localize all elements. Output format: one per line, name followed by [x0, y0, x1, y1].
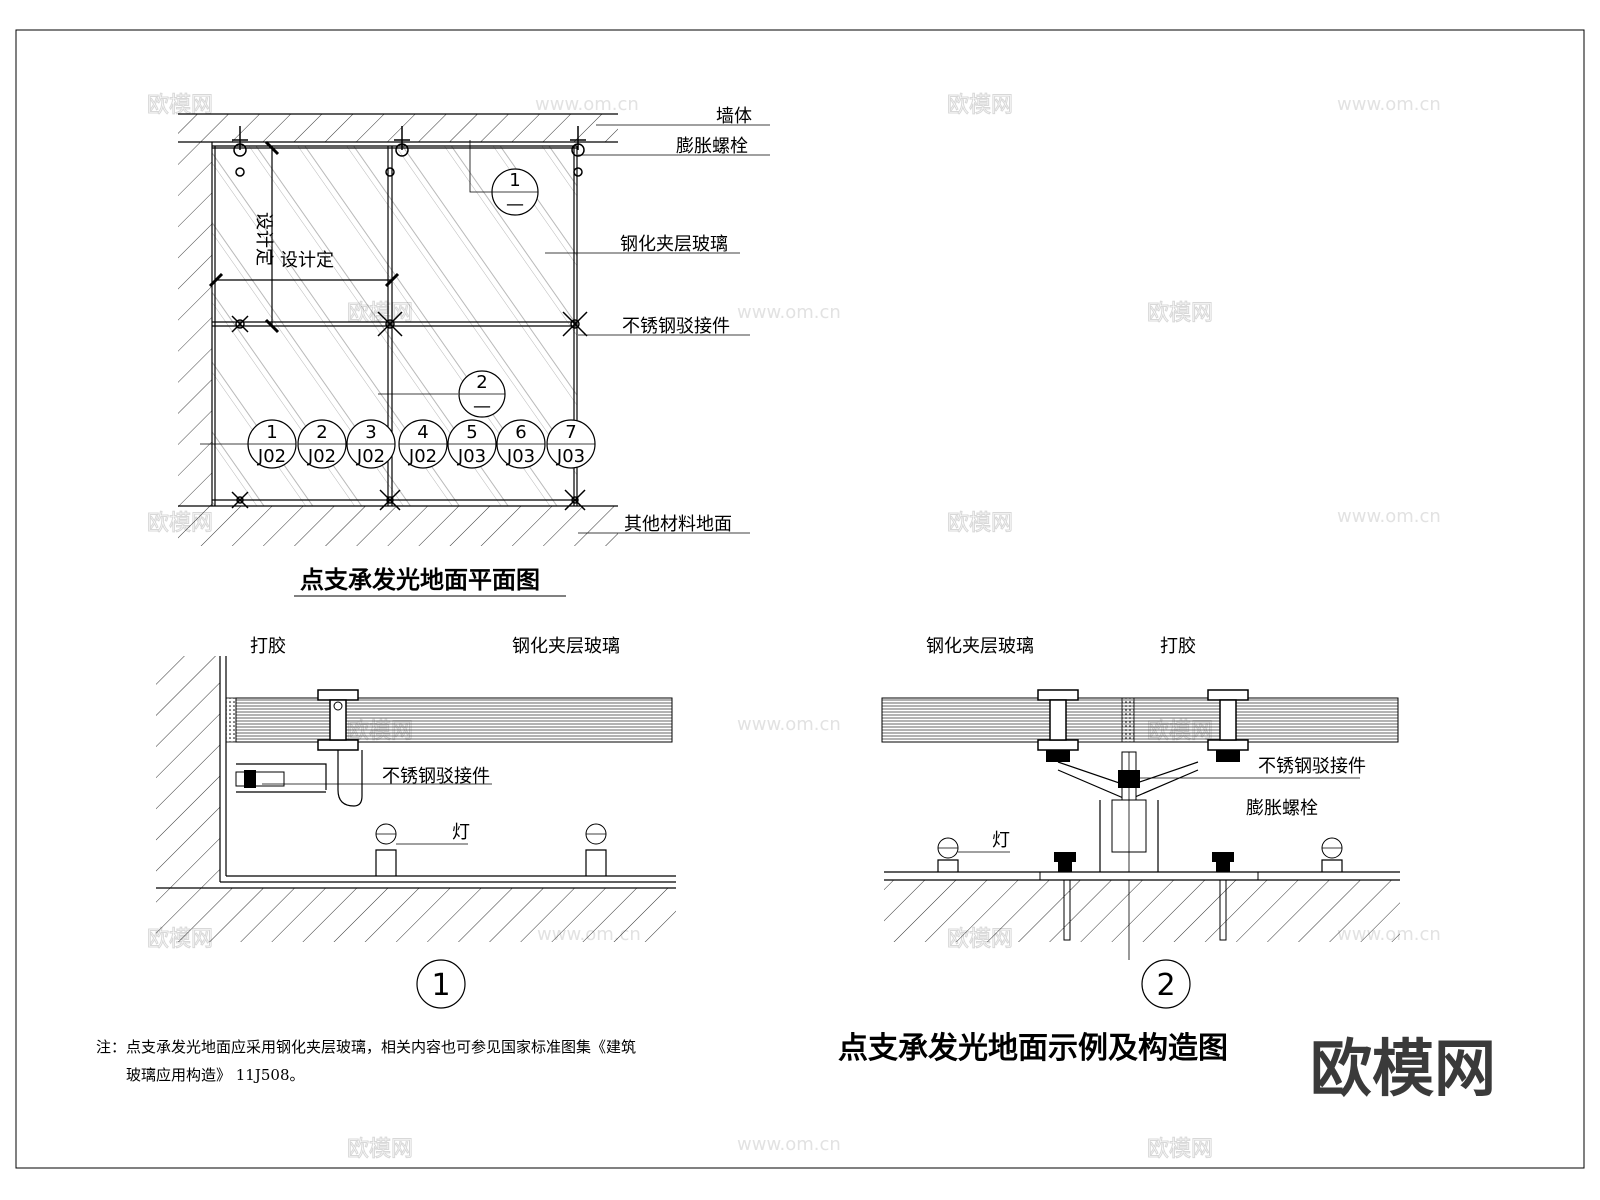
watermark-url: www.om.cn [1337, 506, 1441, 527]
d1-label-lamp: 灯 [452, 822, 470, 843]
callout-1-bottom: — [506, 194, 524, 215]
corner-logo: 欧模网 [1310, 1032, 1496, 1105]
callout-2-top: 2 [476, 372, 487, 393]
ref-bubble: 1 J02 [247, 419, 297, 469]
callout-2-bottom: — [473, 396, 491, 417]
svg-text:J02: J02 [408, 446, 437, 467]
dim-label-vertical: 设计定 [253, 212, 274, 266]
lamp-icon [937, 837, 959, 872]
ref-bubble: 3 J02 [346, 419, 396, 469]
watermark-logo: 欧模网 [347, 1137, 413, 1162]
label-floor: 其他材料地面 [624, 514, 732, 535]
label-expansion-bolt: 膨胀螺栓 [676, 136, 748, 157]
ref-bubble: 6 J03 [496, 419, 546, 469]
svg-text:J03: J03 [506, 446, 535, 467]
label-wall: 墙体 [716, 106, 752, 127]
watermark-url: www.om.cn [737, 1134, 841, 1155]
watermark-url: www.om.cn [737, 302, 841, 323]
detail-1-number: 1 [431, 968, 450, 1003]
watermark-logo: 欧模网 [1147, 301, 1213, 326]
ref-bubble: 5 J03 [447, 419, 497, 469]
watermark-logo: 欧模网 [947, 511, 1013, 536]
watermark-logo: 欧模网 [947, 93, 1013, 118]
watermark-logo: 欧模网 [1147, 1137, 1213, 1162]
d2-label-lamp: 灯 [992, 830, 1010, 851]
svg-text:5: 5 [466, 422, 477, 443]
d2-label-expansion-bolt: 膨胀螺栓 [1246, 798, 1318, 819]
svg-text:J02: J02 [356, 446, 385, 467]
sheet-border [15, 29, 1585, 1169]
sheet-title: 点支承发光地面示例及构造图 [838, 1031, 1228, 1066]
d2-label-fitting: 不锈钢驳接件 [1258, 756, 1366, 777]
watermark-url: www.om.cn [1337, 94, 1441, 115]
plan-view: 设计定 设计定 墙体 膨胀螺栓 钢化夹层玻璃 不锈钢驳接件 其他材料地面 1 —… [178, 106, 770, 597]
svg-text:J02: J02 [307, 446, 336, 467]
svg-text:4: 4 [417, 422, 428, 443]
watermark-url: www.om.cn [535, 94, 639, 115]
ref-bubble: 2 J02 [297, 419, 347, 469]
detail-2-number: 2 [1156, 968, 1175, 1003]
svg-text:3: 3 [365, 422, 376, 443]
dim-label-horizontal: 设计定 [280, 250, 334, 271]
d1-label-fitting: 不锈钢驳接件 [382, 766, 490, 787]
ref-bubble: 7 J03 [546, 419, 596, 469]
note-line-2: 玻璃应用构造》 11J508。 [126, 1066, 305, 1084]
detail-1: 不锈钢驳接件 灯 打胶 钢化夹层玻璃 1 [156, 636, 676, 1009]
lamp-icon [585, 823, 607, 876]
d2-label-glass: 钢化夹层玻璃 [926, 636, 1034, 657]
lamp-icon [375, 823, 397, 876]
ref-bubble: 4 J02 [398, 419, 448, 469]
d1-label-sealant: 打胶 [250, 636, 286, 657]
lamp-icon [1321, 837, 1343, 872]
ref-bubbles: 1 J02 2 J02 3 J02 4 J02 [247, 419, 596, 469]
svg-text:6: 6 [515, 422, 526, 443]
svg-text:1: 1 [266, 422, 277, 443]
svg-text:J02: J02 [257, 446, 286, 467]
svg-text:7: 7 [565, 422, 576, 443]
watermark-url: www.om.cn [737, 714, 841, 735]
note-line-1: 注：点支承发光地面应采用钢化夹层玻璃，相关内容也可参见国家标准图集《建筑 [96, 1038, 636, 1056]
svg-text:J03: J03 [457, 446, 486, 467]
label-glass: 钢化夹层玻璃 [620, 234, 728, 255]
svg-text:2: 2 [316, 422, 327, 443]
callout-1-top: 1 [509, 170, 520, 191]
d2-label-sealant: 打胶 [1160, 636, 1196, 657]
svg-text:J03: J03 [556, 446, 585, 467]
d1-label-glass: 钢化夹层玻璃 [512, 636, 620, 657]
detail-2: 灯 不锈钢驳接件 膨胀螺栓 钢化夹层玻璃 打胶 2 [881, 636, 1400, 1009]
plan-title: 点支承发光地面平面图 [300, 566, 540, 594]
label-fitting: 不锈钢驳接件 [622, 316, 730, 337]
